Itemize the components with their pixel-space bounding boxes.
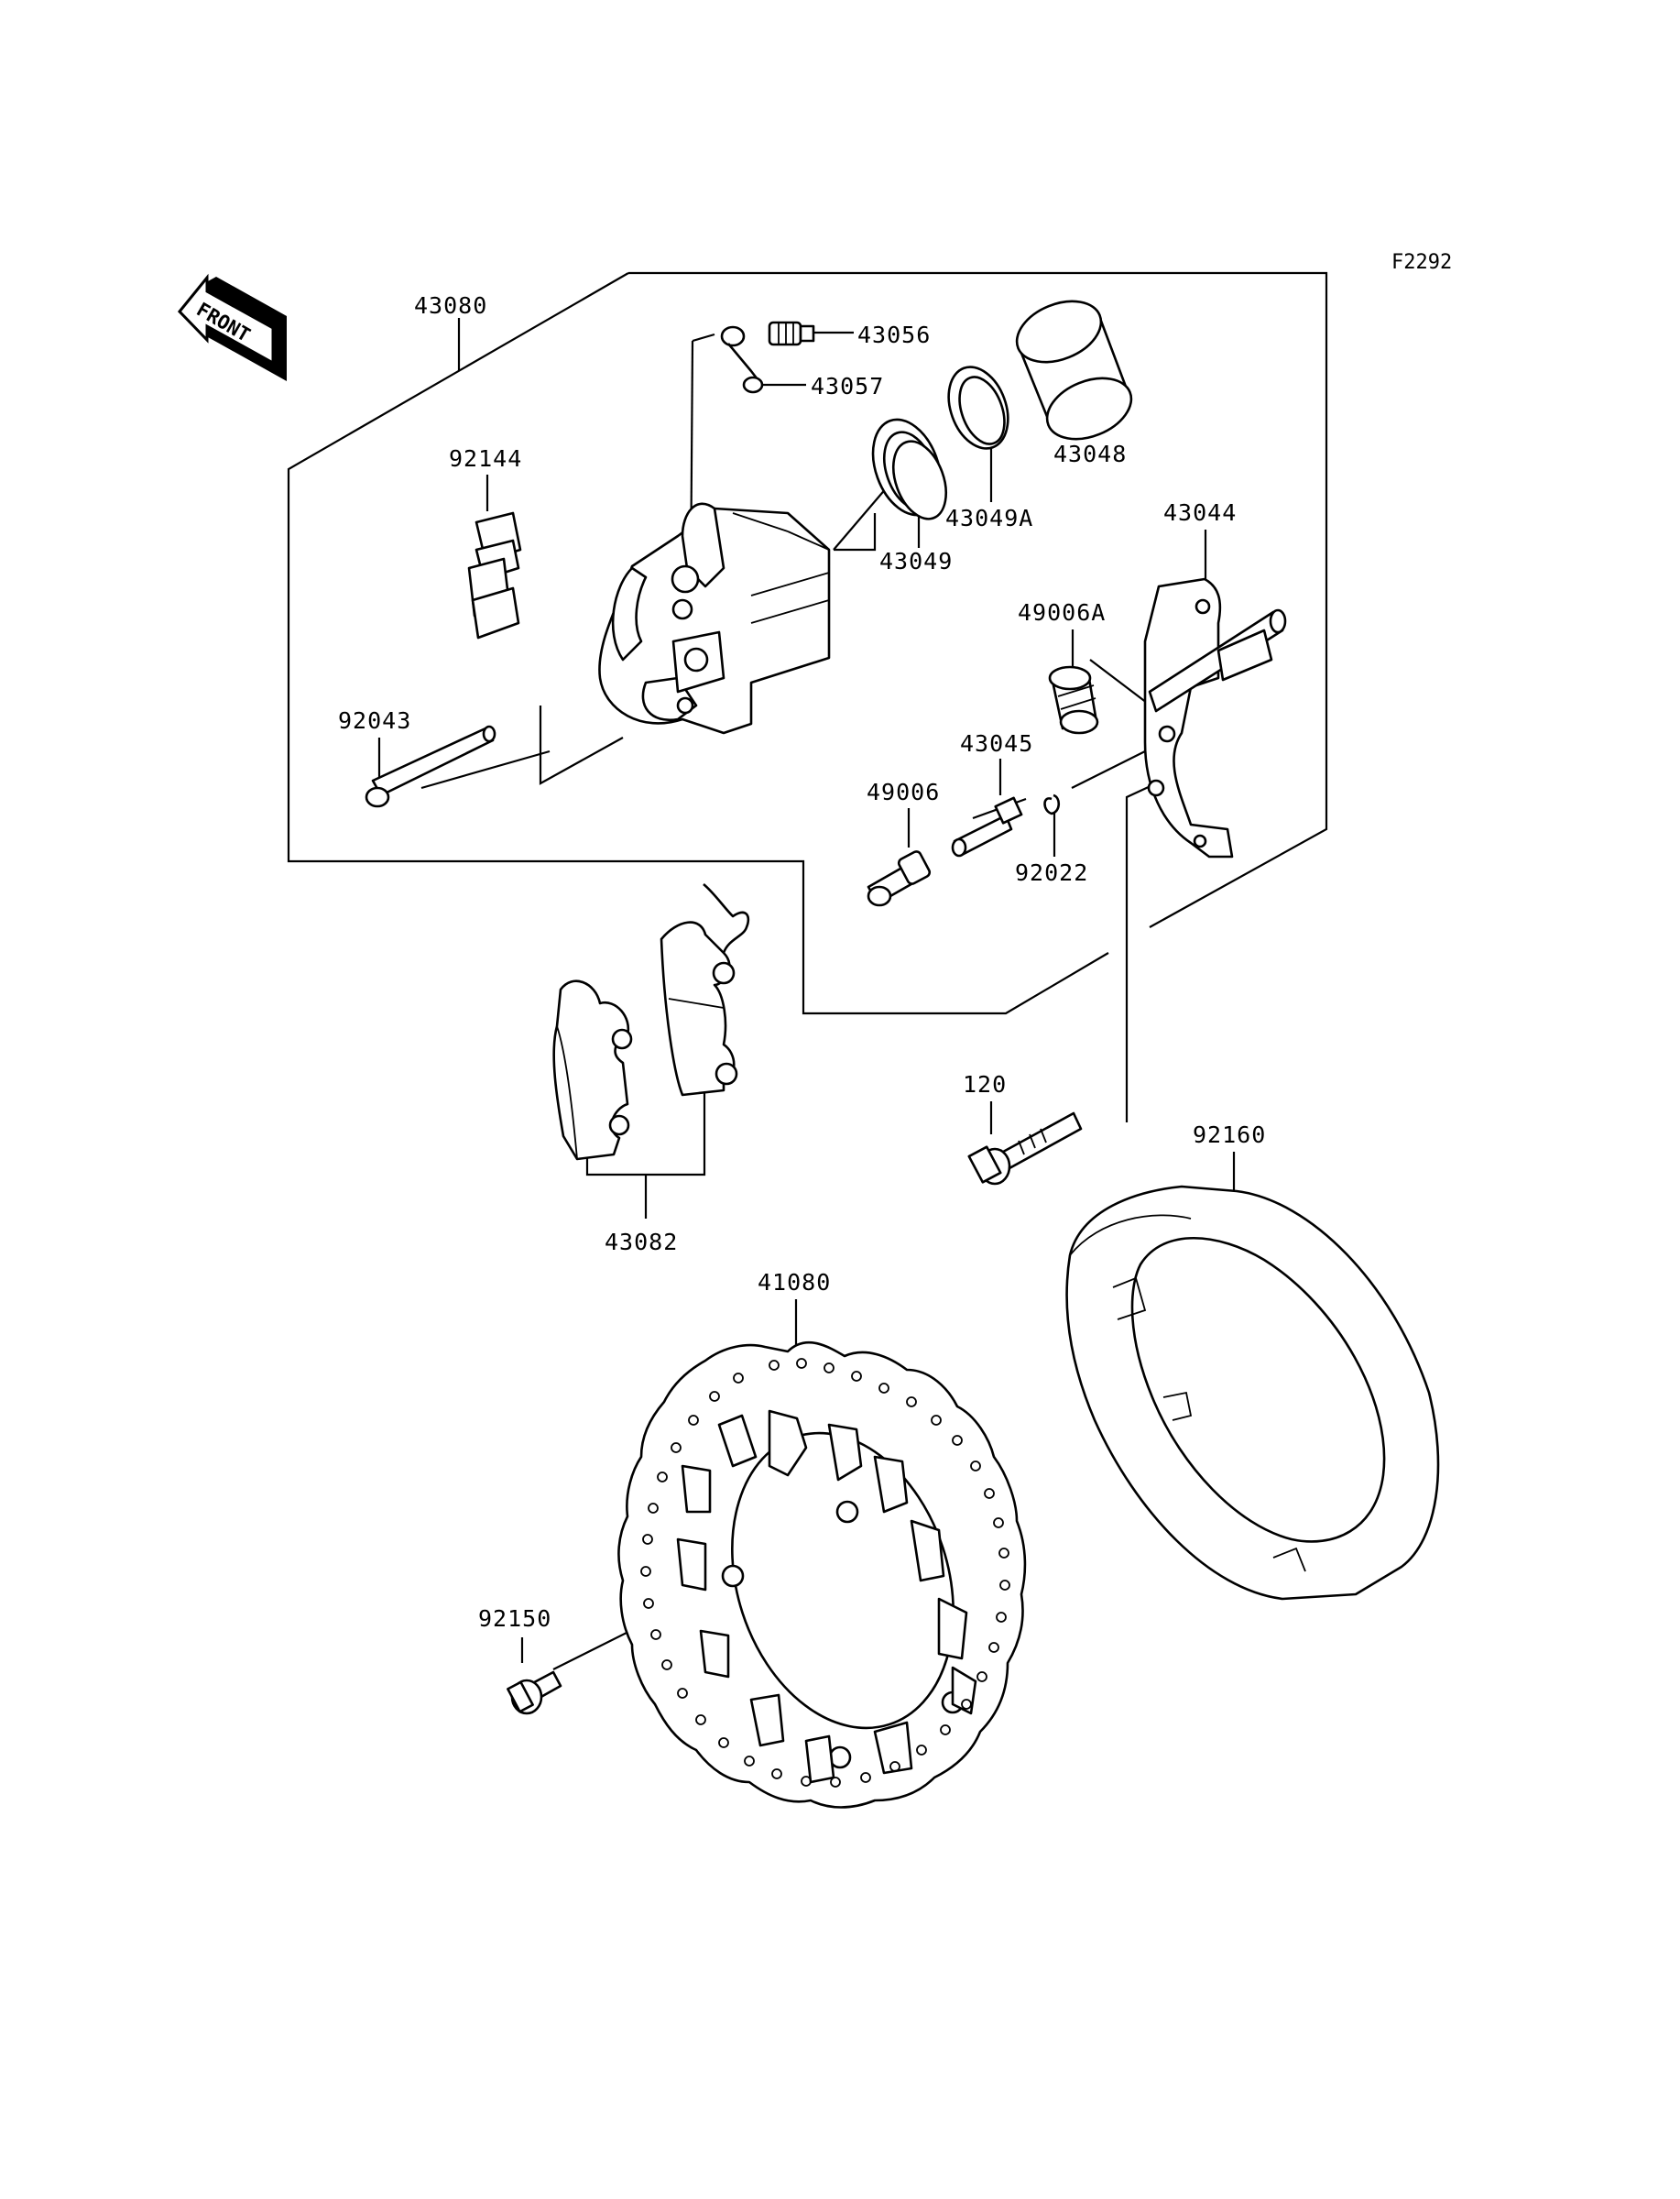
figure-code: F2292 <box>1391 251 1452 274</box>
bolt-120 <box>967 1111 1083 1186</box>
disc-screw <box>507 1670 562 1715</box>
front-arrow-icon: FRONT <box>177 273 287 381</box>
label-43049: 43049 <box>879 548 953 574</box>
label-41080: 41080 <box>758 1269 831 1296</box>
caliper-pin <box>365 725 496 808</box>
caliper-assembly-outline <box>628 271 1328 928</box>
label-92144: 92144 <box>449 445 522 472</box>
label-43045: 43045 <box>960 730 1033 757</box>
caliper-boot <box>1048 665 1099 735</box>
label-120: 120 <box>963 1071 1007 1098</box>
disc-vent-holes <box>640 1358 1010 1788</box>
label-49006: 49006 <box>867 779 940 805</box>
label-49006A: 49006A <box>1018 599 1106 626</box>
label-92043: 92043 <box>338 707 411 734</box>
label-43057: 43057 <box>811 373 884 399</box>
piston <box>1015 300 1133 441</box>
pad-spring <box>467 511 522 640</box>
disc-cutouts <box>676 1409 977 1784</box>
label-43049A: 43049A <box>945 505 1033 531</box>
bleeder-cap <box>720 325 764 394</box>
label-92160: 92160 <box>1193 1121 1266 1148</box>
brake-disc <box>617 1340 1027 1809</box>
piston-seal <box>871 418 947 520</box>
bolt-49006 <box>867 850 932 907</box>
label-92022: 92022 <box>1015 859 1088 886</box>
label-43048: 43048 <box>1053 441 1127 467</box>
disc-guard <box>1065 1185 1440 1601</box>
circlip <box>1043 793 1061 815</box>
label-43082: 43082 <box>605 1229 678 1255</box>
label-92150: 92150 <box>478 1605 551 1632</box>
brake-pads <box>552 883 750 1161</box>
label-43044: 43044 <box>1163 499 1237 526</box>
caliper-body <box>598 502 831 735</box>
label-43056: 43056 <box>857 322 931 348</box>
bleeder-valve <box>768 321 815 346</box>
label-43080: 43080 <box>414 292 487 319</box>
slide-pin <box>951 796 1023 858</box>
piston-dust-seal <box>947 366 1009 450</box>
caliper-bracket <box>1143 577 1287 859</box>
